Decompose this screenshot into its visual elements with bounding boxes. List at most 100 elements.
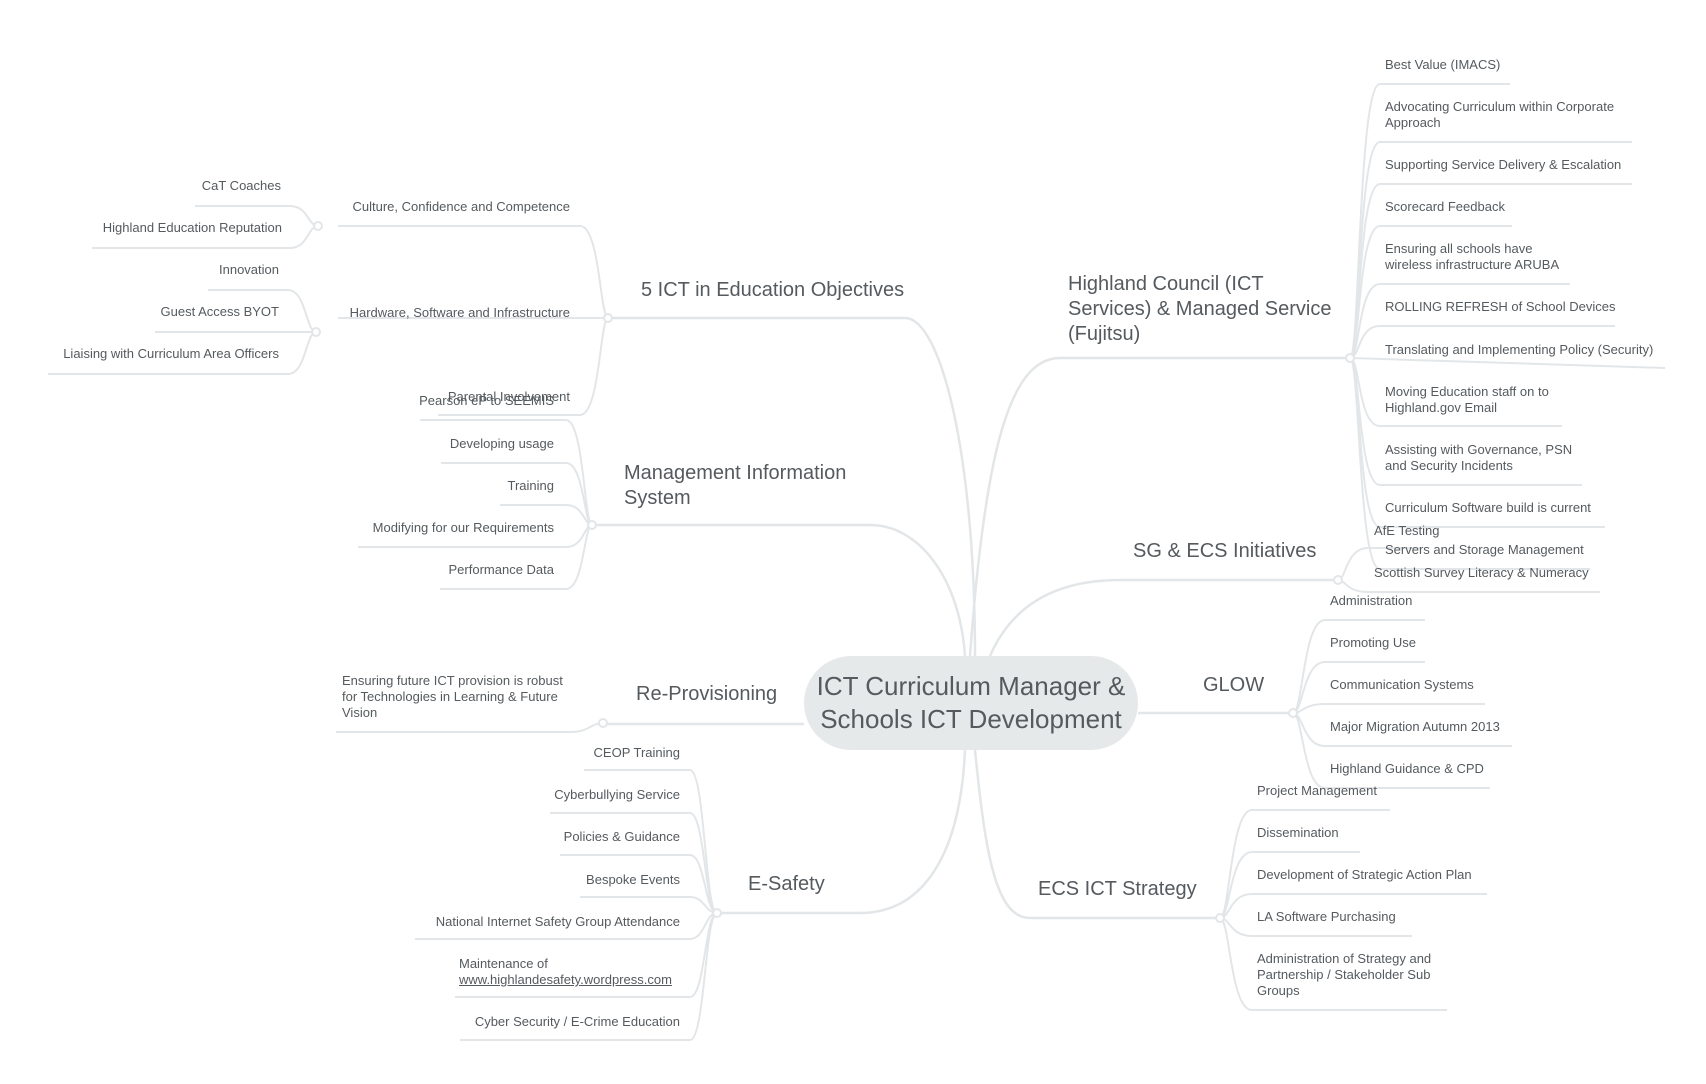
- strategy-admin-line-3: Groups: [1257, 983, 1300, 998]
- hardware-item-guest-access[interactable]: Guest Access BYOT: [160, 304, 280, 319]
- mis-item-performance[interactable]: Performance Data: [448, 562, 555, 577]
- hardware-item-liaising[interactable]: Liaising with Curriculum Area Officers: [63, 346, 279, 361]
- link-center-esafety: [719, 749, 967, 915]
- hardware-item-innovation[interactable]: Innovation: [219, 262, 279, 277]
- maintenance-text: Maintenance of: [459, 956, 548, 971]
- highland-item-rolling-refresh[interactable]: ROLLING REFRESH of School Devices: [1385, 299, 1616, 314]
- strategy-item-admin[interactable]: Administration of Strategy and Partnersh…: [1257, 951, 1431, 999]
- esafety-item-bespoke[interactable]: Bespoke Events: [586, 872, 680, 887]
- email-line-1: Moving Education staff on to: [1385, 384, 1549, 399]
- advocating-line-1: Advocating Curriculum within Corporate: [1385, 99, 1615, 114]
- highland-item-scorecard[interactable]: Scorecard Feedback: [1385, 199, 1505, 214]
- culture-node[interactable]: [313, 221, 323, 231]
- mis-item-modifying[interactable]: Modifying for our Requirements: [372, 520, 554, 535]
- strategy-node[interactable]: [1215, 913, 1225, 923]
- sg-item-afe-testing[interactable]: AfE Testing: [1374, 523, 1440, 538]
- link-highland-servers: [1349, 357, 1590, 570]
- highlandesafety-link[interactable]: www.highlandesafety.wordpress.com: [459, 972, 672, 987]
- strategy-admin-line-2: Partnership / Stakeholder Sub: [1257, 967, 1431, 982]
- wireless-line-1: Ensuring all schools have: [1385, 241, 1533, 256]
- esafety-title[interactable]: E-Safety: [748, 873, 825, 895]
- glow-item-communication[interactable]: Communication Systems: [1330, 677, 1474, 692]
- esafety-item-policies[interactable]: Policies & Guidance: [563, 829, 680, 844]
- highland-item-email[interactable]: Moving Education staff on to Highland.go…: [1385, 384, 1549, 416]
- highland-item-policy[interactable]: Translating and Implementing Policy (Sec…: [1385, 342, 1654, 357]
- mis-item-training[interactable]: Training: [507, 478, 554, 493]
- strategy-title[interactable]: ECS ICT Strategy: [1038, 878, 1197, 900]
- culture-label[interactable]: Culture, Confidence and Competence: [352, 199, 570, 214]
- highland-item-supporting[interactable]: Supporting Service Delivery & Escalation: [1385, 157, 1622, 172]
- link-center-sg: [988, 578, 1338, 657]
- highland-item-governance[interactable]: Assisting with Governance, PSN and Secur…: [1385, 442, 1572, 474]
- email-line-2: Highland.gov Email: [1385, 400, 1498, 415]
- link-reprovisioning-item: [336, 722, 605, 733]
- highland-node[interactable]: [1345, 353, 1355, 363]
- highland-title-line-1: Highland Council (ICT: [1068, 273, 1264, 295]
- link-glow-communication: [1292, 703, 1485, 714]
- sg-item-survey[interactable]: Scottish Survey Literacy & Numeracy: [1374, 565, 1589, 580]
- link-center-highland: [968, 356, 1350, 657]
- objectives-title[interactable]: 5 ICT in Education Objectives: [641, 279, 905, 301]
- sg-node[interactable]: [1333, 575, 1343, 585]
- glow-item-promoting[interactable]: Promoting Use: [1330, 635, 1416, 650]
- esafety-item-ceop[interactable]: CEOP Training: [593, 745, 680, 760]
- hardware-label[interactable]: Hardware, Software and Infrastructure: [349, 305, 570, 320]
- highland-item-wireless[interactable]: Ensuring all schools have wireless infra…: [1385, 241, 1559, 273]
- sg-title[interactable]: SG & ECS Initiatives: [1133, 540, 1317, 562]
- link-esafety-cyber: [460, 912, 718, 1041]
- esafety-node[interactable]: [712, 908, 722, 918]
- strategy-admin-line-1: Administration of Strategy and: [1257, 951, 1432, 966]
- highland-item-software[interactable]: Curriculum Software build is current: [1385, 500, 1591, 515]
- highland-title-line-3: (Fujitsu): [1068, 323, 1141, 345]
- highland-item-best-value[interactable]: Best Value (IMACS): [1385, 57, 1501, 72]
- reprovisioning-item-line-2: for Technologies in Learning & Future: [342, 689, 558, 704]
- objectives-node[interactable]: [603, 313, 613, 323]
- highland-item-advocating[interactable]: Advocating Curriculum within Corporate A…: [1385, 99, 1614, 131]
- highland-title[interactable]: Highland Council (ICT Services) & Manage…: [1068, 272, 1331, 347]
- glow-node[interactable]: [1288, 708, 1298, 718]
- mis-title-line-1: Management Information: [624, 462, 847, 484]
- central-topic-line-1: ICT Curriculum Manager &: [816, 671, 1126, 701]
- glow-item-migration[interactable]: Major Migration Autumn 2013: [1330, 719, 1500, 734]
- glow-item-administration[interactable]: Administration: [1330, 593, 1413, 608]
- link-mis-developing: [441, 462, 593, 526]
- hardware-node[interactable]: [311, 327, 321, 337]
- strategy-item-dissemination[interactable]: Dissemination: [1257, 825, 1339, 840]
- reprovisioning-item[interactable]: Ensuring future ICT provision is robust …: [342, 673, 563, 721]
- esafety-item-cyberbullying[interactable]: Cyberbullying Service: [554, 787, 680, 802]
- strategy-item-purchasing[interactable]: LA Software Purchasing: [1257, 909, 1396, 924]
- governance-line-1: Assisting with Governance, PSN: [1385, 442, 1573, 457]
- mis-node[interactable]: [587, 520, 597, 530]
- esafety-item-cyber-security[interactable]: Cyber Security / E-Crime Education: [474, 1014, 680, 1029]
- link-sg-survey: [1337, 579, 1600, 593]
- advocating-line-2: Approach: [1385, 115, 1441, 130]
- parental-involvement[interactable]: Parental Involvement: [447, 389, 570, 404]
- link-center-strategy: [973, 749, 1220, 920]
- reprovisioning-item-line-3: Vision: [342, 705, 378, 720]
- mis-item-developing[interactable]: Developing usage: [449, 436, 554, 451]
- mis-title-line-2: System: [624, 487, 691, 509]
- highland-item-servers[interactable]: Servers and Storage Management: [1385, 542, 1584, 557]
- mis-item-pearson[interactable]: Pearson eP to SEEMIS: [419, 393, 554, 408]
- reprovisioning-title[interactable]: Re-Provisioning: [636, 683, 778, 705]
- highland-title-line-2: Services) & Managed Service: [1068, 298, 1332, 320]
- esafety-item-national[interactable]: National Internet Safety Group Attendanc…: [435, 914, 680, 929]
- glow-title[interactable]: GLOW: [1203, 674, 1265, 696]
- esafety-item-maintenance[interactable]: Maintenance of www.highlandesafety.wordp…: [459, 956, 672, 988]
- wireless-line-2: wireless infrastructure ARUBA: [1385, 257, 1560, 272]
- strategy-item-project[interactable]: Project Management: [1257, 783, 1377, 798]
- link-strategy-admin: [1219, 917, 1447, 1011]
- mis-title[interactable]: Management Information System: [624, 461, 846, 511]
- link-esafety-bespoke: [580, 896, 718, 914]
- link-highland-policy: [1349, 357, 1666, 369]
- culture-item-reputation[interactable]: Highland Education Reputation: [102, 220, 282, 235]
- link-center-mis: [592, 523, 967, 657]
- culture-item-cat-coaches[interactable]: CaT Coaches: [201, 178, 281, 193]
- strategy-item-plan[interactable]: Development of Strategic Action Plan: [1257, 867, 1472, 882]
- glow-item-guidance[interactable]: Highland Guidance & CPD: [1330, 761, 1484, 776]
- central-topic-line-2: Schools ICT Development: [820, 704, 1122, 734]
- reprovisioning-node[interactable]: [598, 718, 608, 728]
- link-center-objectives: [610, 316, 977, 657]
- central-topic[interactable]: ICT Curriculum Manager & Schools ICT Dev…: [804, 656, 1138, 750]
